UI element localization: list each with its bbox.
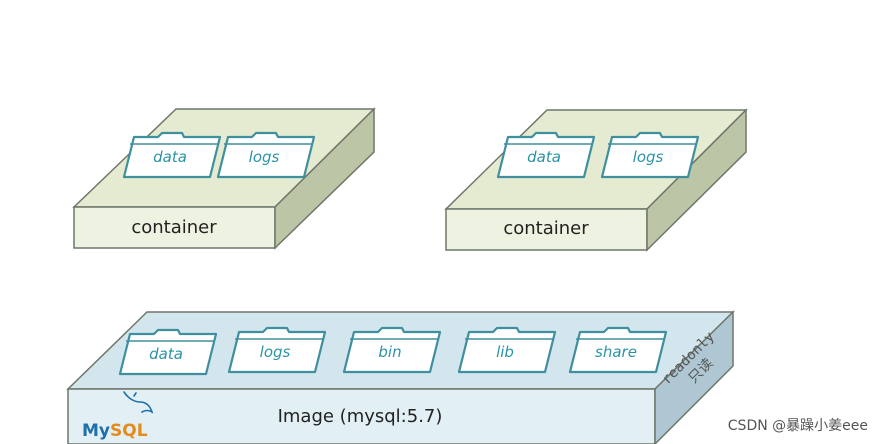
image-folder-share: share bbox=[568, 326, 668, 374]
image-label: Image (mysql:5.7) bbox=[278, 406, 443, 427]
image-folder-bin: bin bbox=[342, 326, 442, 374]
container-2-side bbox=[646, 108, 747, 252]
folder-label: share bbox=[595, 343, 637, 361]
folder-label: logs bbox=[633, 148, 664, 166]
container-1-label: container bbox=[131, 217, 217, 238]
folder-label: data bbox=[527, 148, 561, 166]
image-front bbox=[67, 388, 656, 444]
folder-label: data bbox=[153, 148, 187, 166]
mysql-logo-text: MySQL bbox=[82, 421, 148, 441]
folder-label: lib bbox=[496, 343, 514, 361]
image-folder-data: data bbox=[118, 328, 218, 376]
container-box-1: data logs container bbox=[72, 107, 376, 250]
container-box-2: data logs container bbox=[444, 108, 748, 252]
folder-label: data bbox=[149, 345, 183, 363]
mysql-logo-my: My bbox=[82, 421, 110, 441]
folder-label: logs bbox=[249, 148, 280, 166]
container-2-folder-logs: logs bbox=[600, 131, 700, 179]
mysql-dolphin-icon bbox=[123, 391, 154, 414]
image-folder-logs: logs bbox=[227, 326, 327, 374]
mysql-logo-sql: SQL bbox=[110, 421, 148, 441]
container-1-folder-logs: logs bbox=[216, 131, 316, 179]
image-folder-lib: lib bbox=[457, 326, 557, 374]
container-1-side bbox=[274, 107, 375, 250]
container-1-folder-data: data bbox=[122, 131, 222, 179]
container-2-folder-data: data bbox=[496, 131, 596, 179]
watermark: CSDN @暴躁小姜eee bbox=[728, 418, 868, 434]
folder-label: logs bbox=[260, 343, 291, 361]
mysql-logo: MySQL bbox=[82, 391, 154, 441]
image-side bbox=[654, 310, 734, 444]
folder-label: bin bbox=[378, 343, 401, 361]
container-2-label: container bbox=[503, 218, 589, 239]
image-box: data logs bin lib share My bbox=[66, 310, 735, 444]
